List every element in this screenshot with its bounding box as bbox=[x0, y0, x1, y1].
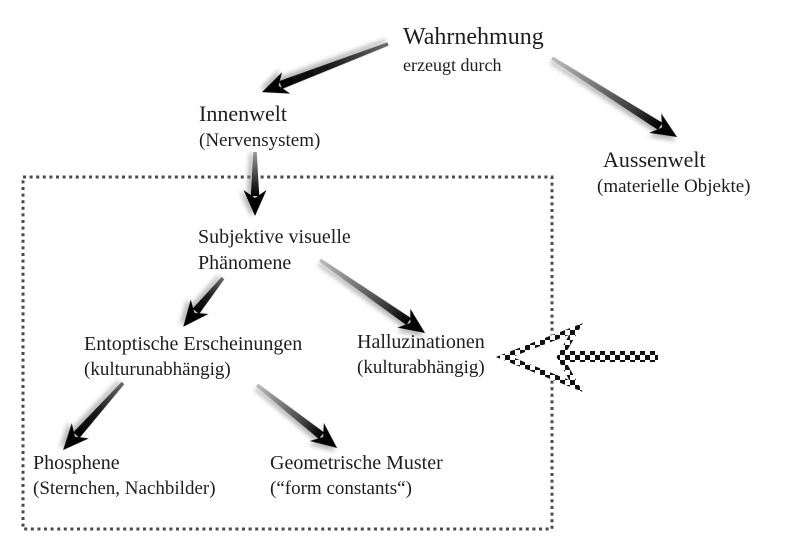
dotted-box bbox=[21, 175, 554, 531]
checkered-arrow bbox=[495, 323, 658, 392]
node-halluzinationen: Halluzinationen (kulturabhängig) bbox=[357, 329, 485, 380]
node-aussenwelt-title: Aussenwelt bbox=[603, 147, 706, 172]
node-subjektive-title: Subjektive visuelle bbox=[198, 226, 351, 248]
node-entoptisch-title: Entoptische Erscheinungen bbox=[84, 333, 303, 355]
arrow-wahrnehmung-innenwelt bbox=[261, 42, 389, 94]
arrow-subjektive-entoptisch bbox=[183, 276, 225, 327]
node-geometrisch: Geometrische Muster (“form constants“) bbox=[270, 450, 443, 501]
node-halluzinationen-title: Halluzinationen bbox=[357, 331, 485, 353]
arrow-subjektive-halluzinationen bbox=[318, 258, 426, 334]
node-entoptisch: Entoptische Erscheinungen (kulturunabhän… bbox=[84, 331, 302, 382]
arrow-entoptisch-geometrisch bbox=[255, 383, 338, 449]
arrow-innenwelt-subjektive bbox=[243, 152, 267, 216]
node-phosphene: Phosphene (Sternchen, Nachbilder) bbox=[33, 450, 216, 501]
node-wahrnehmung: Wahrnehmung erzeugt durch bbox=[403, 22, 544, 77]
node-subjektive: Subjektive visuelle Phänomene bbox=[198, 224, 351, 277]
node-subjektive-subtitle: Phänomene bbox=[198, 252, 292, 275]
node-wahrnehmung-subtitle: erzeugt durch bbox=[403, 54, 502, 75]
node-aussenwelt: Aussenwelt (materielle Objekte) bbox=[597, 145, 751, 199]
node-innenwelt-title: Innenwelt bbox=[199, 101, 287, 126]
node-phosphene-subtitle: (Sternchen, Nachbilder) bbox=[33, 478, 216, 500]
node-geometrisch-title: Geometrische Muster bbox=[270, 452, 443, 474]
node-aussenwelt-subtitle: (materielle Objekte) bbox=[597, 176, 751, 198]
node-halluzinationen-subtitle: (kulturabhängig) bbox=[357, 357, 485, 379]
node-innenwelt-subtitle: (Nervensystem) bbox=[199, 130, 321, 152]
node-innenwelt: Innenwelt (Nervensystem) bbox=[199, 99, 320, 153]
node-entoptisch-subtitle: (kulturunabhängig) bbox=[84, 359, 231, 381]
node-phosphene-title: Phosphene bbox=[33, 452, 120, 474]
node-geometrisch-subtitle: (“form constants“) bbox=[270, 478, 412, 500]
arrow-wahrnehmung-aussenwelt bbox=[551, 56, 678, 138]
arrow-entoptisch-phosphene bbox=[63, 381, 125, 451]
node-wahrnehmung-title: Wahrnehmung bbox=[403, 24, 544, 50]
